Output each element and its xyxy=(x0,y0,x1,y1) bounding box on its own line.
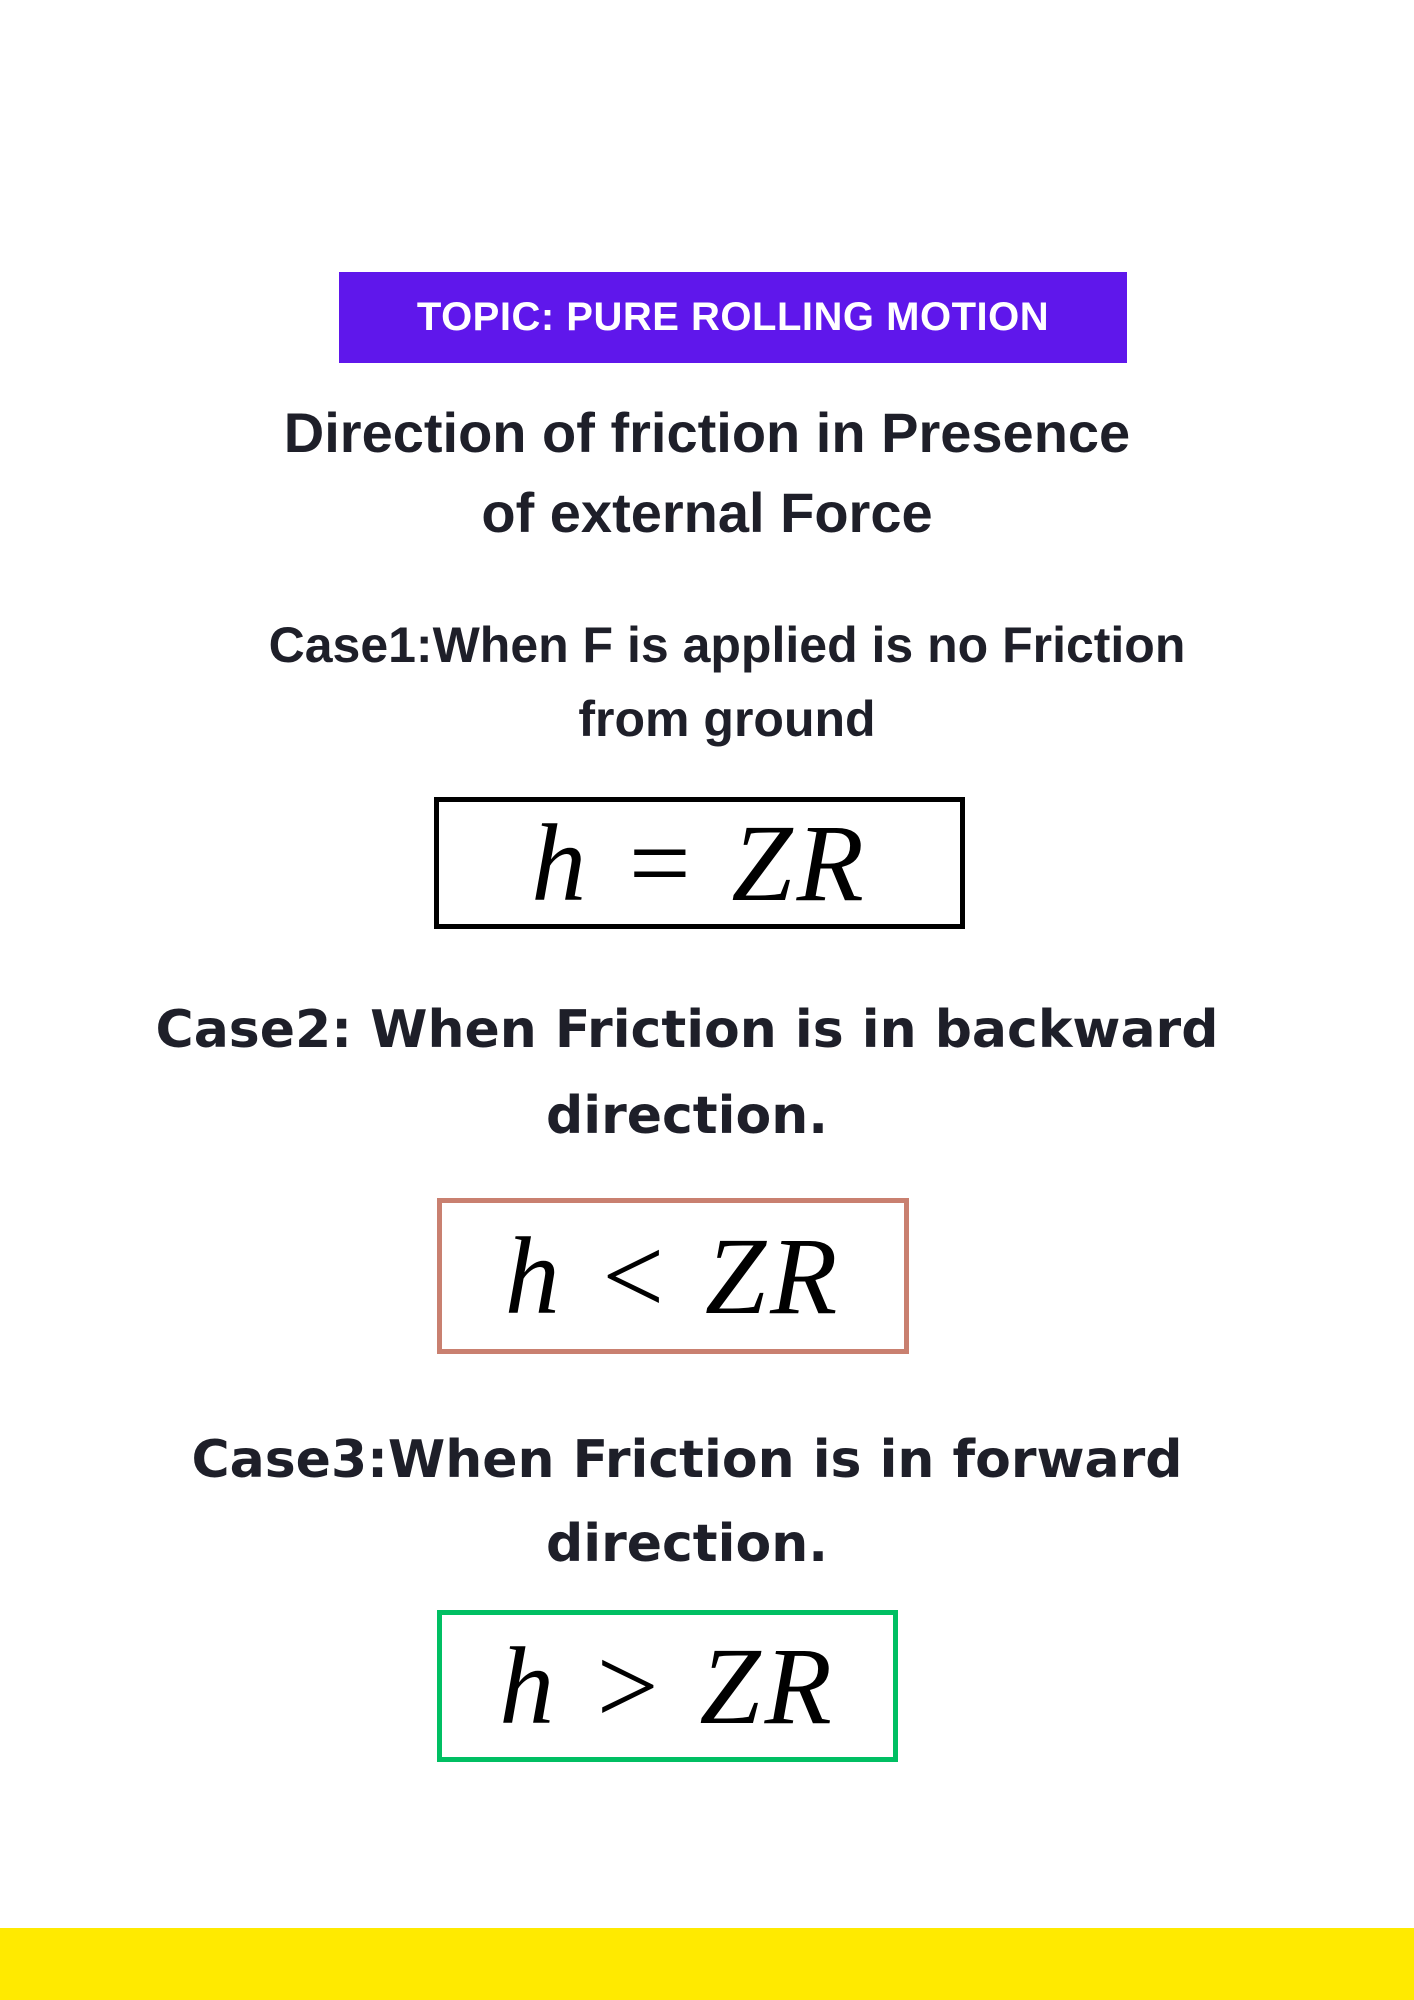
case1-line-1: Case1:When F is applied is no Friction xyxy=(268,617,1186,673)
case3-formula-box: h > ZR xyxy=(437,1610,898,1762)
case3-formula: h > ZR xyxy=(499,1624,836,1747)
topic-label: TOPIC: PURE ROLLING MOTION xyxy=(416,295,1050,339)
case1-formula-box: h = ZR xyxy=(434,797,965,929)
title-line-2: of external Force xyxy=(481,481,933,544)
title-line-1: Direction of friction in Presence xyxy=(283,401,1131,464)
case1-heading: Case1:When F is applied is no Friction f… xyxy=(20,608,1414,756)
page-title: Direction of friction in Presence of ext… xyxy=(0,393,1414,553)
case2-line-1: Case2: When Friction is in backward xyxy=(155,1000,1219,1060)
case2-heading: Case2: When Friction is in backward dire… xyxy=(0,987,1394,1159)
case2-formula: h < ZR xyxy=(504,1214,842,1337)
case3-heading: Case3:When Friction is in forward direct… xyxy=(0,1418,1394,1586)
case2-line-2: direction. xyxy=(546,1086,828,1146)
case3-line-1: Case3:When Friction is in forward xyxy=(191,1430,1183,1490)
case2-formula-box: h < ZR xyxy=(437,1198,909,1354)
case3-line-2: direction. xyxy=(546,1514,828,1574)
case1-line-2: from ground xyxy=(578,691,876,747)
topic-banner: TOPIC: PURE ROLLING MOTION xyxy=(339,272,1127,363)
footer-band xyxy=(0,1928,1414,2000)
case1-formula: h = ZR xyxy=(531,801,868,924)
